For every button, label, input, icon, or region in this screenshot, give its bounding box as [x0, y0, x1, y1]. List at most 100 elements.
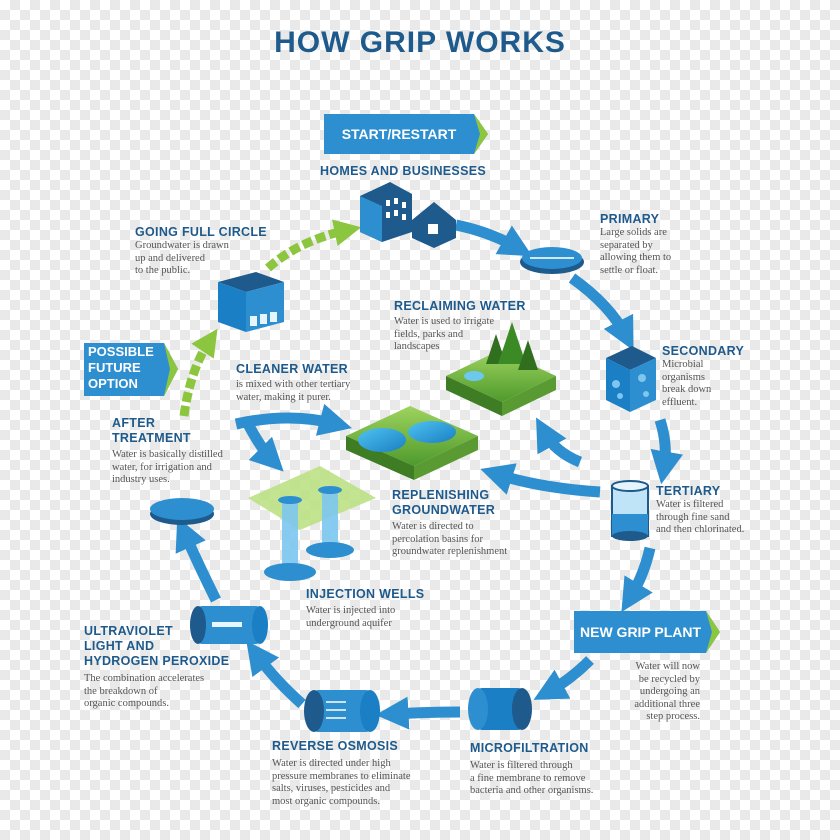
plant-desc-line: step process.	[646, 711, 700, 722]
secondary-desc-line: break down	[662, 384, 712, 395]
page-title: HOW GRIP WORKS	[274, 26, 566, 59]
replenishing-label: REPLENISHING GROUNDWATER Water is direct…	[392, 488, 507, 559]
primary-desc-line: allowing them to	[600, 252, 672, 263]
cleaner-desc-line: is mixed with other tertiary	[236, 379, 351, 390]
reverse-osmosis-label: REVERSE OSMOSIS Water is directed under …	[272, 739, 411, 808]
cleaner-title: CLEANER WATER	[236, 362, 348, 376]
primary-tank-illustration	[520, 247, 584, 274]
plant-desc-line: be recycled by	[638, 673, 700, 685]
full-circle-label: GOING FULL CIRCLE Groundwater is drawn u…	[135, 225, 267, 278]
after-title-line: TREATMENT	[112, 431, 191, 445]
microfiltration-label: MICROFILTRATION Water is filtered throug…	[470, 741, 593, 798]
after-treatment-label: AFTER TREATMENT Water is basically disti…	[112, 416, 223, 487]
tertiary-label: TERTIARY Water is filtered through fine …	[656, 484, 744, 537]
secondary-label: SECONDARY Microbial organisms break down…	[662, 344, 744, 409]
after-desc-line: industry uses.	[112, 474, 170, 485]
plant-desc-line: undergoing an	[639, 686, 700, 697]
reclaiming-label: RECLAIMING WATER Water is used to irriga…	[394, 299, 526, 354]
option-banner-line: POSSIBLE	[88, 344, 154, 359]
plant-desc: Water will now be recycled by undergoing…	[614, 661, 700, 724]
reclaiming-forest-illustration	[446, 322, 556, 416]
injection-desc-line: underground aquifer	[306, 617, 392, 629]
tertiary-cylinder-illustration	[611, 480, 649, 541]
reverse-osmosis-title: REVERSE OSMOSIS	[272, 739, 399, 753]
arrow-cleaner-to-basins	[234, 403, 352, 436]
primary-title: PRIMARY	[600, 212, 660, 226]
cleaner-desc-line: water, making it purer.	[236, 391, 331, 403]
primary-desc-line: settle or float.	[600, 264, 659, 276]
arrow-tertiary-to-plant	[621, 546, 656, 613]
reverse-osmosis-illustration	[304, 690, 380, 732]
microfiltration-title: MICROFILTRATION	[470, 741, 589, 755]
plant-banner-shape	[574, 611, 720, 653]
tertiary-desc-line: through fine sand	[656, 511, 730, 523]
primary-desc-line: separated by	[600, 239, 653, 251]
after-desc-line: water, for irrigation and	[112, 461, 212, 473]
uv-desc-line: The combination accelerates	[84, 673, 205, 684]
tertiary-desc-line: Water is filtered	[656, 499, 724, 510]
secondary-desc-line: organisms	[662, 371, 705, 383]
primary-label: PRIMARY Large solids are separated by al…	[600, 212, 671, 277]
after-title-line: AFTER	[112, 416, 156, 430]
possible-future-option-banner: POSSIBLE FUTURE OPTION	[88, 344, 168, 396]
option-banner-shape	[84, 343, 178, 396]
replenishing-desc-line: Water is directed to	[392, 521, 474, 532]
injection-title: INJECTION WELLS	[306, 587, 425, 601]
arrow-plant-to-microfiltration	[533, 656, 594, 700]
uv-desc-line: the breakdown of	[84, 685, 158, 697]
arrow-homes-to-primary	[454, 219, 533, 257]
microfiltration-desc-line: Water is filtered through	[470, 760, 573, 771]
microfiltration-desc-line: bacteria and other organisms.	[470, 785, 594, 796]
arrow-replenishing-to-reclaiming	[536, 417, 583, 468]
injection-wells-label: INJECTION WELLS Water is injected into u…	[306, 587, 424, 630]
full-circle-desc-line: Groundwater is drawn	[135, 240, 229, 251]
arrow-after-to-building	[179, 328, 218, 417]
percolation-basins-illustration	[346, 406, 478, 480]
secondary-block-illustration	[606, 346, 656, 412]
full-circle-desc-line: to the public.	[135, 265, 191, 276]
tertiary-title: TERTIARY	[656, 484, 721, 498]
microfiltration-illustration	[468, 688, 532, 730]
arrow-cleaner-to-wells	[243, 421, 284, 472]
uv-desc-line: organic compounds.	[84, 698, 169, 709]
microfiltration-desc-line: a fine membrane to remove	[470, 772, 586, 784]
after-desc-line: Water is basically distilled	[112, 449, 223, 460]
uv-title-line: LIGHT AND	[84, 639, 155, 653]
full-circle-desc-line: up and delivered	[135, 252, 205, 264]
pump-building-illustration	[218, 272, 284, 332]
uv-title-line: HYDROGEN PEROXIDE	[84, 654, 230, 668]
replenishing-desc-line: groundwater replenishment	[392, 546, 508, 557]
tertiary-desc-line: and then chlorinated.	[656, 524, 745, 535]
reclaiming-desc-line: Water is used to irrigate	[394, 316, 495, 327]
option-banner-line: FUTURE	[88, 360, 141, 375]
start-restart-banner: START/RESTART	[341, 126, 457, 142]
arrow-ro-to-uv	[246, 640, 306, 709]
reverse-osmosis-desc-line: pressure membranes to eliminate	[272, 770, 411, 782]
replenishing-title-line: GROUNDWATER	[392, 503, 496, 517]
full-circle-title: GOING FULL CIRCLE	[135, 225, 267, 239]
reclaiming-desc-line: fields, parks and	[394, 328, 464, 340]
cleaner-water-label: CLEANER WATER is mixed with other tertia…	[236, 362, 350, 404]
uv-tube-illustration	[190, 606, 268, 644]
arrow-uv-to-after	[175, 516, 221, 603]
injection-wells-illustration	[248, 466, 376, 581]
secondary-desc-line: effluent.	[662, 396, 698, 408]
plant-desc-line: Water will now	[635, 661, 700, 672]
replenishing-desc-line: percolation basins for	[392, 533, 483, 545]
uv-label: ULTRAVIOLET LIGHT AND HYDROGEN PEROXIDE …	[84, 624, 229, 711]
reclaiming-title: RECLAIMING WATER	[394, 299, 526, 313]
arrow-tertiary-to-replenishing	[480, 463, 601, 498]
arrow-building-to-homes	[265, 219, 362, 272]
reclaiming-desc-line: landscapes	[394, 341, 440, 352]
reverse-osmosis-desc-line: most organic compounds.	[272, 795, 381, 807]
secondary-title: SECONDARY	[662, 344, 745, 358]
primary-desc-line: Large solids are	[600, 227, 667, 238]
arrow-microfiltration-to-ro	[375, 696, 461, 730]
secondary-desc-line: Microbial	[662, 359, 704, 370]
arrow-secondary-to-tertiary	[650, 418, 684, 485]
homes-businesses-illustration	[360, 182, 456, 248]
option-banner-line: OPTION	[88, 376, 138, 391]
plant-desc-line: additional three	[634, 698, 700, 710]
reverse-osmosis-desc-line: Water is directed under high	[272, 758, 391, 769]
